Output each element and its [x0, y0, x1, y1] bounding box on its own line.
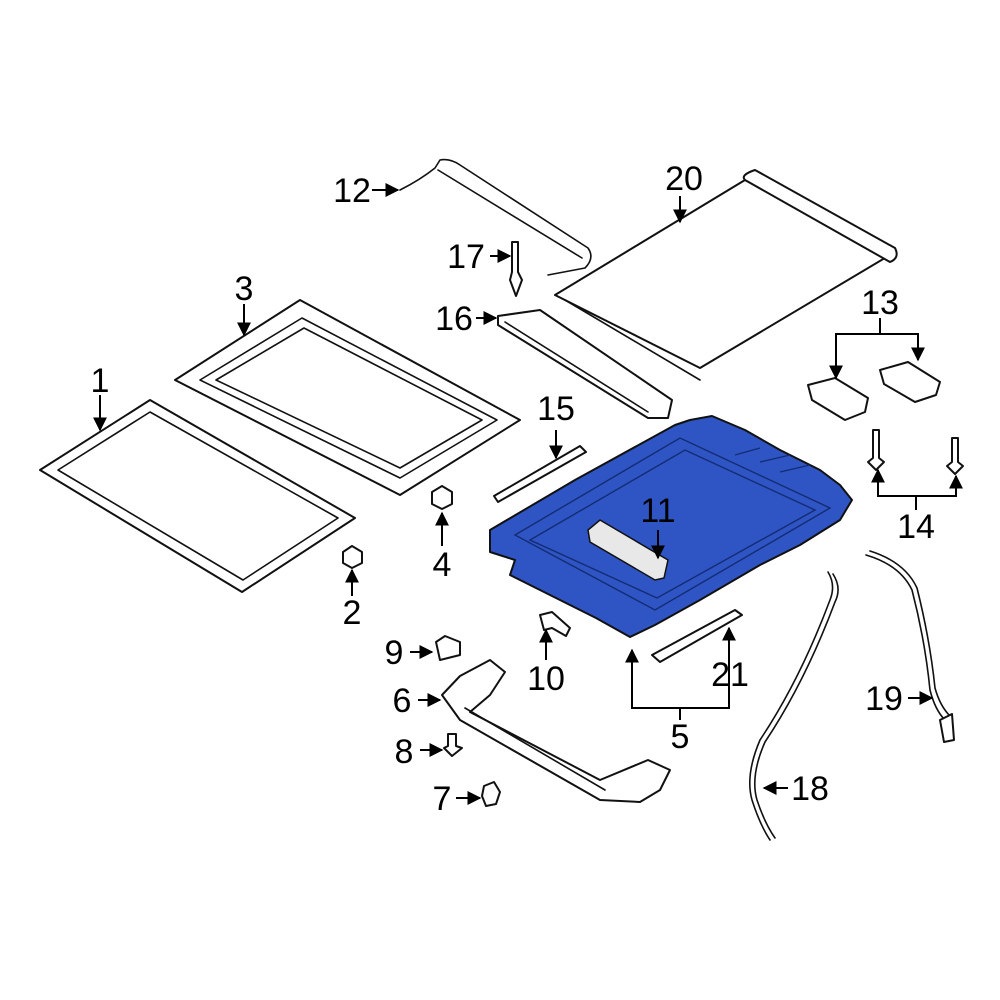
- callout-19: 19: [865, 680, 903, 718]
- part-2-nut[interactable]: [342, 545, 363, 569]
- part-17-bolt[interactable]: [509, 241, 523, 297]
- part-14-pins[interactable]: [867, 429, 964, 475]
- callout-16: 16: [435, 300, 473, 338]
- part-1-glass-panel[interactable]: [39, 399, 356, 593]
- callout-15: 15: [537, 390, 575, 428]
- part-21-bracket[interactable]: [651, 609, 743, 663]
- callout-21: 21: [711, 656, 749, 694]
- part-19-drain-hose[interactable]: [865, 550, 955, 743]
- callout-7: 7: [433, 780, 452, 818]
- callout-8: 8: [395, 733, 414, 771]
- callout-11: 11: [640, 492, 675, 530]
- part-8-bolt[interactable]: [443, 733, 463, 757]
- leader-lines: [93, 183, 963, 805]
- part-18-drain-hose[interactable]: [749, 571, 839, 841]
- part-4-nut[interactable]: [431, 485, 453, 510]
- callout-18: 18: [791, 770, 829, 808]
- part-7-bolt[interactable]: [481, 781, 501, 807]
- part-15-trim-strip[interactable]: [493, 445, 587, 503]
- callout-9: 9: [385, 634, 404, 672]
- part-16-wind-deflector[interactable]: [497, 309, 673, 419]
- part-9-clip[interactable]: [435, 635, 461, 661]
- part-13-motors[interactable]: [807, 361, 941, 421]
- callout-6: 6: [393, 682, 412, 720]
- callout-5: 5: [671, 718, 690, 756]
- callout-3: 3: [235, 270, 254, 308]
- callout-2: 2: [343, 594, 362, 632]
- callout-12: 12: [333, 172, 371, 210]
- callout-20: 20: [665, 160, 703, 198]
- part-10-clip[interactable]: [539, 611, 571, 637]
- callout-4: 4: [433, 546, 452, 584]
- callout-17: 17: [447, 238, 485, 276]
- part-12-rail[interactable]: [399, 158, 592, 276]
- part-6-rear-rail[interactable]: [441, 659, 671, 803]
- callout-14: 14: [897, 508, 935, 546]
- callout-10: 10: [527, 660, 565, 698]
- callout-13: 13: [861, 284, 899, 322]
- part-3-frame-seal[interactable]: [174, 299, 521, 496]
- part-20-sunshade[interactable]: [554, 169, 898, 381]
- callout-labels: 1 2 3 4 5 6 7 8 9 10 11 12 13 14 15 16 1…: [91, 160, 935, 818]
- callout-1: 1: [91, 362, 110, 400]
- part-11-sunroof-frame[interactable]: [489, 415, 853, 638]
